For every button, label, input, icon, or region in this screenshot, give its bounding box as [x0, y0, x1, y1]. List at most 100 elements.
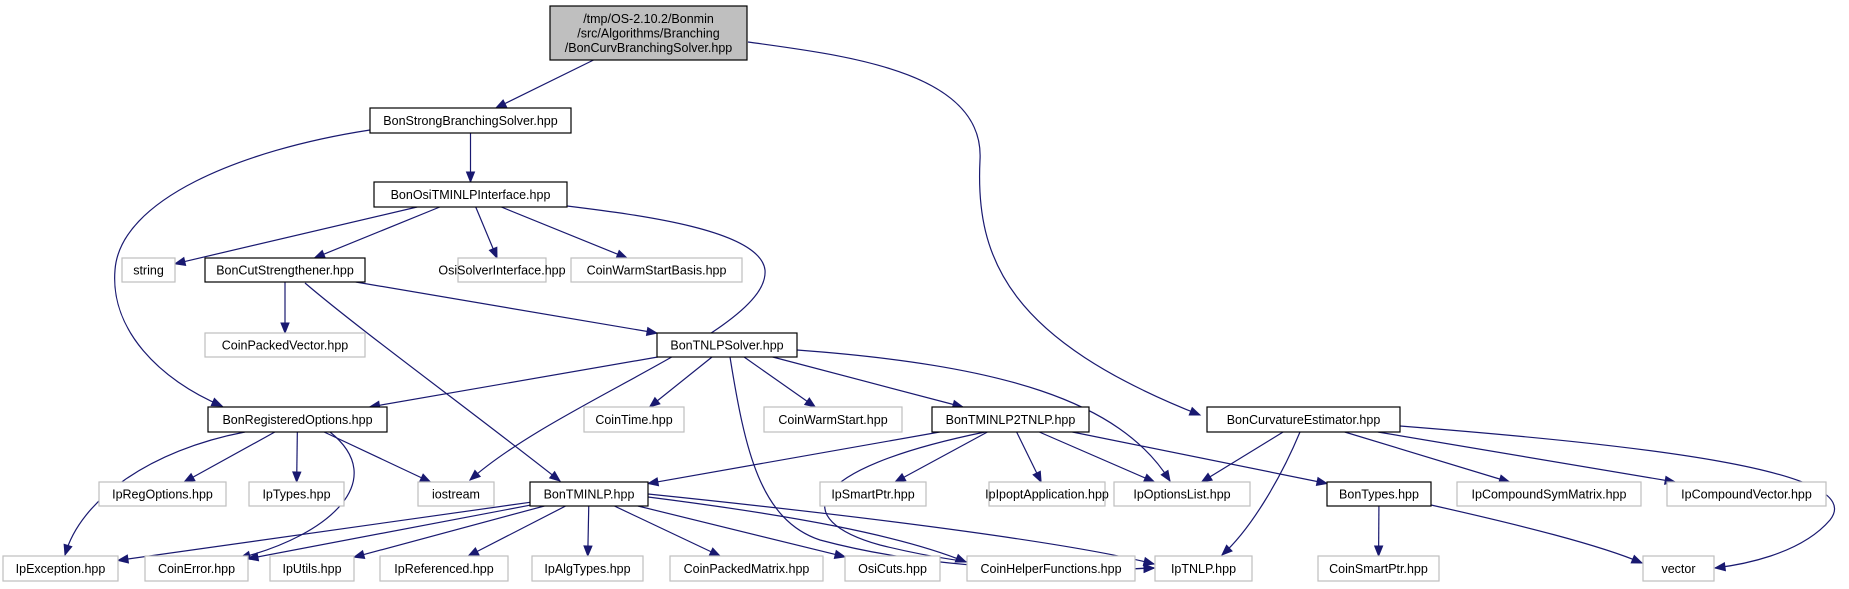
node-osi-tminlp[interactable]: BonOsiTMINLPInterface.hpp [373, 181, 568, 208]
edge-osi-tminlp-to-cut-str-line [314, 206, 441, 259]
node-chf: CoinHelperFunctions.hpp [966, 555, 1136, 582]
edge-curv-est-to-ip-tnlp-arrowhead [1221, 544, 1233, 556]
edge-tminlp-to-coin-err-line [247, 504, 531, 560]
node-cpm-box [669, 555, 824, 582]
edge-tminlp-to-ip-utils [352, 505, 545, 560]
edge-tminlp-to-ip-exc-line [117, 501, 531, 561]
node-ip-utils-box [269, 555, 355, 582]
node-reg-opts-label: BonRegisteredOptions.hpp [222, 413, 372, 427]
node-tnlp-solver-box [656, 332, 798, 358]
edge-osi-tminlp-to-iostream-line [469, 205, 766, 481]
edge-reg-opts-to-iostream-arrowhead [418, 473, 432, 483]
node-ip-types-box [248, 481, 345, 507]
edge-tnlp-solver-to-reg-opts [368, 356, 658, 410]
node-cut-str[interactable]: BonCutStrengthener.hpp [204, 257, 366, 283]
node-ip-reg-box [98, 481, 227, 507]
edge-reg-opts-to-ip-reg [183, 431, 276, 483]
edge-root-to-curv-est-arrowhead [1188, 406, 1202, 416]
node-bon-types[interactable]: BonTypes.hpp [1326, 481, 1432, 507]
edge-tnlp-solver-to-ip-tnlp [729, 356, 1156, 574]
edge-curv-est-to-ip-cv-line [1377, 431, 1676, 483]
node-coin-smart-label: CoinSmartPtr.hpp [1329, 562, 1428, 576]
edge-bon-types-to-coin-smart-arrowhead [1373, 545, 1384, 558]
edge-cut-str-to-cpv [280, 282, 290, 335]
node-strong[interactable]: BonStrongBranchingSolver.hpp [369, 107, 572, 134]
node-cws: CoinWarmStart.hpp [763, 406, 903, 433]
edge-osi-tminlp-to-string-line [174, 206, 418, 265]
node-osi-cuts: OsiCuts.hpp [844, 555, 941, 582]
edge-osi-tminlp-to-cws-basis-line [501, 206, 628, 259]
edge-reg-opts-to-ip-types-arrowhead [292, 471, 302, 484]
node-cws-basis-box [570, 257, 743, 283]
edge-tminlp-to-ip-ref-line [468, 505, 566, 557]
edge-tminlp2tnlp-to-ip-smart-arrowhead [893, 472, 907, 483]
edge-tminlp2tnlp-to-bon-types [1072, 431, 1329, 487]
edge-tminlp2tnlp-to-bon-types-arrowhead [1315, 476, 1329, 487]
node-reg-opts[interactable]: BonRegisteredOptions.hpp [207, 406, 388, 433]
node-curv-est[interactable]: BonCurvatureEstimator.hpp [1206, 406, 1401, 433]
node-cut-str-label: BonCutStrengthener.hpp [216, 264, 354, 278]
node-tminlp[interactable]: BonTMINLP.hpp [529, 481, 649, 507]
node-tnlp-solver[interactable]: BonTNLPSolver.hpp [656, 332, 798, 358]
edge-reg-opts-to-ip-exc-line [64, 431, 246, 556]
node-ip-alg: IpAlgTypes.hpp [531, 555, 644, 582]
node-tminlp2tnlp[interactable]: BonTMINLP2TNLP.hpp [931, 406, 1090, 433]
node-root[interactable]: /tmp/OS-2.10.2/Bonmin/src/Algorithms/Bra… [549, 5, 748, 61]
edge-curv-est-to-ip-optlist-line [1201, 431, 1284, 483]
edge-curv-est-to-ip-csm [1344, 431, 1511, 484]
node-ip-ref-label: IpReferenced.hpp [394, 562, 493, 576]
node-root-box [549, 5, 748, 61]
edge-tminlp2tnlp-to-bon-types-line [1072, 431, 1328, 485]
edge-curv-est-to-ip-optlist-arrowhead [1200, 472, 1213, 483]
node-root-label-3: /BonCurvBranchingSolver.hpp [565, 41, 733, 55]
edge-cut-str-to-tnlp-solver-arrowhead [645, 326, 659, 337]
node-coin-err-box [144, 555, 249, 582]
node-osi-solver-label: OsiSolverInterface.hpp [438, 264, 565, 278]
node-osi-solver: OsiSolverInterface.hpp [438, 257, 566, 283]
node-cws-basis: CoinWarmStartBasis.hpp [570, 257, 743, 283]
node-iostream-label: iostream [432, 488, 480, 502]
edge-cut-str-to-tminlp [304, 282, 562, 482]
edge-cut-str-to-cpv-arrowhead [280, 322, 290, 335]
node-ip-csm-box [1456, 481, 1642, 507]
node-cws-box [763, 406, 903, 433]
node-iostream: iostream [417, 481, 495, 507]
node-chf-label: CoinHelperFunctions.hpp [980, 562, 1121, 576]
edge-tnlp-solver-to-ip-tnlp-line [729, 356, 1155, 571]
node-ip-ipopt: IpIpoptApplication.hpp [985, 481, 1109, 507]
edge-tnlp-solver-to-ip-optlist-line [796, 349, 1171, 482]
edge-tnlp-solver-to-coin-time [648, 356, 713, 408]
node-bon-types-label: BonTypes.hpp [1339, 488, 1419, 502]
edge-reg-opts-to-ip-exc [63, 431, 246, 557]
node-ip-ipopt-box [988, 481, 1106, 507]
edge-strong-to-reg-opts-line [114, 129, 371, 407]
node-chf-box [966, 555, 1136, 582]
node-osi-cuts-label: OsiCuts.hpp [858, 562, 927, 576]
edge-osi-tminlp-to-string-arrowhead [173, 256, 187, 267]
edge-cut-str-to-tnlp-solver [355, 281, 659, 337]
edge-reg-opts-to-iostream [323, 431, 432, 483]
edge-tminlp2tnlp-to-ip-smart-line [894, 431, 988, 483]
edge-osi-tminlp-to-iostream [468, 205, 766, 481]
edge-root-to-strong [494, 59, 594, 109]
edge-curv-est-to-ip-cv [1377, 431, 1677, 485]
edge-bon-types-to-vector-line [1430, 504, 1643, 564]
edge-osi-tminlp-to-cws-basis-arrowhead [615, 249, 629, 259]
node-bon-types-box [1326, 481, 1432, 507]
edge-bon-types-to-coin-smart [1373, 505, 1384, 558]
nodes-layer: /tmp/OS-2.10.2/Bonmin/src/Algorithms/Bra… [2, 5, 1827, 582]
node-ip-ref: IpReferenced.hpp [379, 555, 509, 582]
edge-tnlp-solver-to-cws [743, 356, 817, 408]
edge-tminlp-to-chf-line [647, 496, 967, 563]
node-coin-time-label: CoinTime.hpp [595, 413, 672, 427]
node-ip-types: IpTypes.hpp [248, 481, 345, 507]
edge-tminlp-to-ip-utils-arrowhead [352, 549, 366, 560]
edge-tnlp-solver-to-cws-arrowhead [803, 397, 817, 408]
node-ip-alg-box [531, 555, 644, 582]
edge-tminlp-to-ip-ref [467, 505, 566, 557]
node-ip-csm: IpCompoundSymMatrix.hpp [1456, 481, 1642, 507]
edge-reg-opts-to-ip-exc-arrowhead [63, 543, 73, 557]
node-cws-label: CoinWarmStart.hpp [778, 413, 887, 427]
edge-tminlp2tnlp-to-ip-optlist-line [1039, 431, 1155, 483]
